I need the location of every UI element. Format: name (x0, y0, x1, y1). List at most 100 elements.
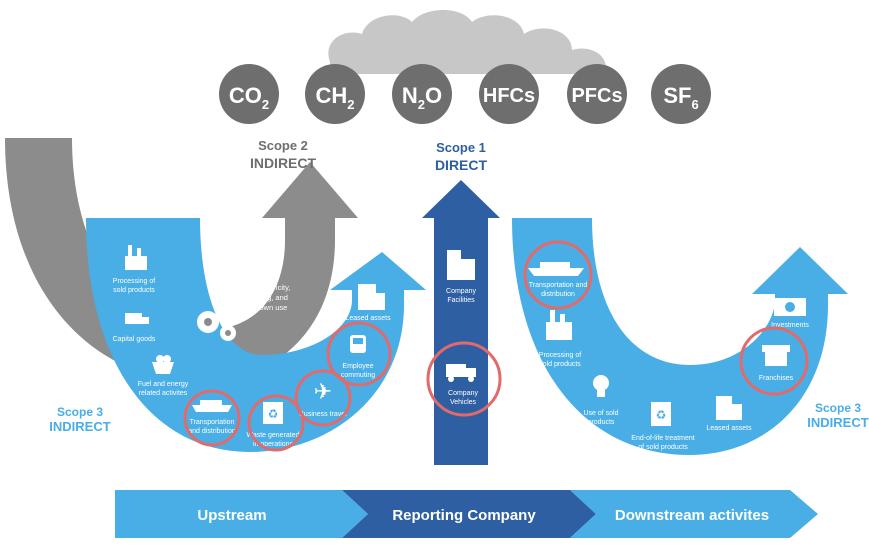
svg-text:CO2: CO2 (229, 83, 269, 112)
svg-text:Vehicles: Vehicles (450, 399, 477, 406)
scope1-vehicles-highlight (426, 341, 502, 417)
scope2-arrow (5, 138, 358, 382)
svg-text:related activites: related activites (139, 390, 188, 397)
ship-icon (192, 400, 232, 412)
svg-text:Company: Company (448, 390, 478, 397)
scope3-right-title: Scope 3 (815, 401, 861, 415)
gas-co2: CO2 (219, 64, 279, 124)
vehicle-icon (446, 364, 476, 382)
scope1-title: Scope 1 (436, 140, 486, 155)
svg-text:CH2: CH2 (315, 83, 354, 112)
reporting-segment (342, 490, 596, 538)
svg-text:HFCs: HFCs (483, 85, 535, 107)
recycle-bin-right-icon: ♻ (651, 402, 671, 426)
gas-ch2: CH2 (305, 64, 365, 124)
svg-text:Transportation: Transportation (190, 419, 235, 426)
gas-hfcs: HFCs (479, 64, 539, 124)
facilities-icon (447, 250, 475, 280)
downstream-investments-label: Investments (771, 322, 809, 329)
svg-text:Company: Company (446, 288, 476, 295)
downstream-franchises-highlight (739, 326, 809, 396)
scope1-vehicles-label: Company Vehicles (448, 390, 478, 406)
svg-text:Transportation and: Transportation and (529, 282, 588, 289)
lightbulb-icon (593, 375, 609, 397)
downstream-processing-label: Processing of sold products (539, 352, 582, 368)
svg-text:♻: ♻ (268, 407, 279, 421)
bottom-bar: Upstream Reporting Company Downstream ac… (115, 490, 818, 538)
upstream-leased-label: Leased assets (345, 315, 391, 322)
downstream-leased-label: Leased assets (706, 425, 752, 432)
svg-text:PFCs: PFCs (571, 85, 622, 107)
money-icon (774, 298, 806, 316)
building-icon (358, 284, 385, 310)
scope2-caption: Purchased electricity, steam, heating, a… (220, 283, 291, 312)
factory-icon (125, 245, 147, 270)
downstream-transport-label: Transportation and distribution (529, 282, 588, 298)
svg-text:♻: ♻ (656, 408, 667, 422)
downstream-use-label: Use of sold products (583, 410, 618, 426)
svg-text:sold products: sold products (113, 287, 155, 294)
gas-pfcs: PFCs (567, 64, 627, 124)
svg-text:products: products (588, 419, 615, 426)
svg-text:Fuel and energy: Fuel and energy (138, 381, 189, 388)
factory-right-icon (546, 310, 572, 340)
svg-text:commuting: commuting (341, 372, 375, 379)
svg-text:Employee: Employee (342, 363, 373, 370)
upstream-waste-label: Waste generated in operations (246, 432, 299, 448)
upstream-label: Upstream (197, 507, 266, 524)
svg-text:Facilities: Facilities (447, 297, 475, 304)
svg-text:cooling for own use: cooling for own use (223, 303, 288, 312)
svg-text:Processing of: Processing of (539, 352, 581, 359)
scope1-subtitle: DIRECT (435, 157, 488, 173)
reporting-label: Reporting Company (392, 507, 536, 524)
scope1-facilities-label: Company Facilities (446, 288, 476, 304)
upstream-processing-label: Processing of sold products (113, 278, 156, 294)
airplane-icon: ✈ (314, 379, 332, 404)
svg-text:sold products: sold products (539, 361, 581, 368)
downstream-swoosh (512, 218, 848, 455)
svg-text:of sold products: of sold products (638, 444, 688, 451)
svg-text:Waste generated: Waste generated (246, 432, 299, 439)
recycle-bin-icon: ♻ (263, 402, 283, 424)
gears-icon (197, 306, 236, 341)
downstream-franchises-label: Franchises (759, 375, 794, 382)
svg-text:✈: ✈ (314, 379, 332, 404)
gas-sf6: SF6 (651, 64, 711, 124)
ship-right-icon (528, 262, 584, 276)
scope1-arrow (422, 180, 500, 465)
scope3-left-title: Scope 3 (57, 405, 103, 419)
downstream-segment (570, 490, 818, 538)
gas-n2o: N2O (392, 64, 452, 124)
building-right-icon (716, 396, 742, 420)
svg-text:End-of-life treatment: End-of-life treatment (631, 435, 694, 442)
upstream-fuel-label: Fuel and energy related activites (138, 381, 189, 397)
svg-text:Purchased electricity,: Purchased electricity, (220, 283, 291, 292)
scope3-right-subtitle: INDIRECT (807, 415, 868, 430)
svg-text:Processing of: Processing of (113, 278, 155, 285)
scope2-subtitle: INDIRECT (250, 155, 317, 171)
svg-text:Use of sold: Use of sold (583, 410, 618, 417)
svg-text:SF6: SF6 (663, 83, 698, 112)
svg-text:distribution: distribution (541, 291, 575, 298)
downstream-transport-highlight (523, 240, 593, 310)
upstream-swoosh (86, 218, 426, 452)
svg-text:and distribution: and distribution (188, 428, 236, 435)
coal-cart-icon (152, 355, 174, 374)
svg-text:N2O: N2O (402, 83, 442, 112)
downstream-label: Downstream activites (615, 507, 769, 524)
upstream-highlights (183, 321, 392, 452)
upstream-transport-label: Transportation and distribution (188, 419, 236, 435)
storefront-icon (762, 345, 790, 366)
upstream-travel-label: Business travel (299, 411, 347, 418)
upstream-capital-label: Capital goods (113, 336, 156, 343)
train-icon (350, 335, 366, 353)
svg-text:in operations: in operations (253, 441, 294, 448)
scope3-left-subtitle: INDIRECT (49, 419, 110, 434)
svg-text:steam, heating, and: steam, heating, and (222, 293, 288, 302)
scope2-title: Scope 2 (258, 138, 308, 153)
upstream-commuting-label: Employee commuting (341, 363, 375, 379)
downstream-eol-label: End-of-life treatment of sold products (631, 435, 694, 451)
truck-icon (125, 313, 149, 324)
upstream-segment (115, 490, 368, 538)
